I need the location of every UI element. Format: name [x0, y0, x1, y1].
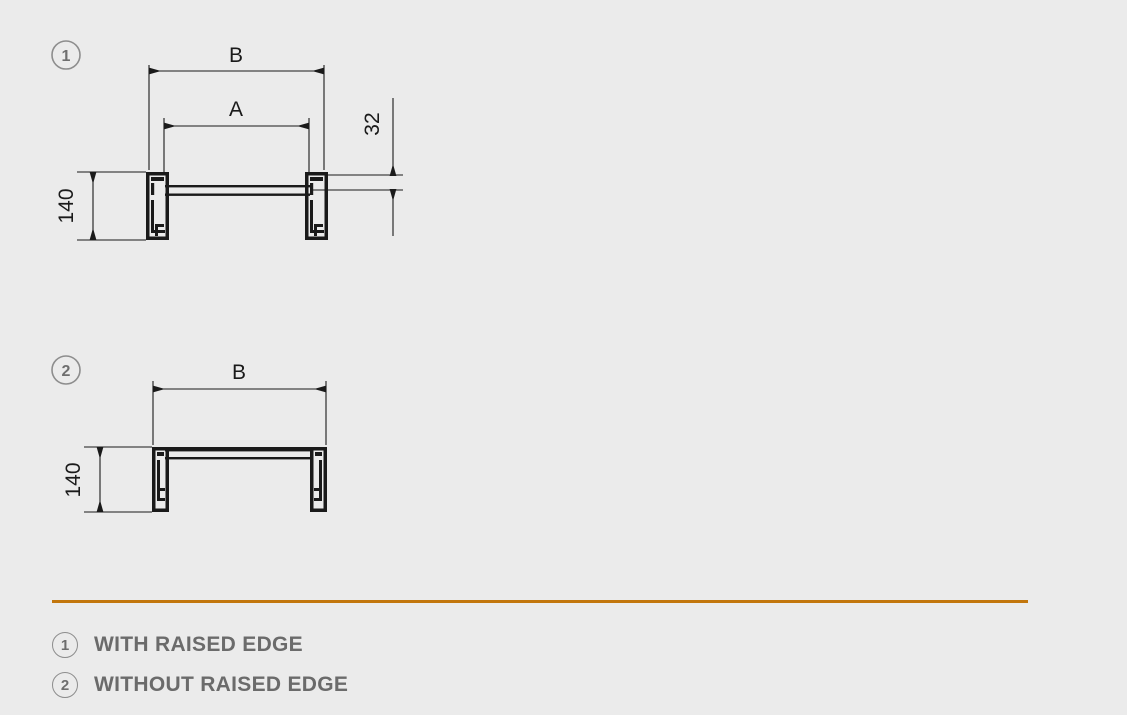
- figure-1-bench: [146, 172, 328, 240]
- figure-2-dimension-b: [152, 381, 327, 445]
- figure-2-marker: 2: [51, 355, 81, 385]
- figure-2-dimension-height: [84, 446, 152, 513]
- legend-marker-2: 2: [52, 672, 78, 698]
- legend-divider: [52, 600, 1028, 603]
- figure-1-dim-a-label: A: [229, 98, 243, 121]
- legend-label-1: WITH RAISED EDGE: [94, 633, 303, 656]
- figure-2-bench: [152, 447, 327, 512]
- figure-1-dim-height-label: 140: [55, 188, 78, 223]
- legend-item-2: 2 WITHOUT RAISED EDGE: [52, 665, 1052, 705]
- legend-marker-1: 1: [52, 632, 78, 658]
- figure-2-dim-b-label: B: [232, 361, 246, 384]
- legend-item-1: 1 WITH RAISED EDGE: [52, 625, 1052, 665]
- legend-label-2: WITHOUT RAISED EDGE: [94, 673, 349, 696]
- figure-1-dimension-b: [148, 65, 325, 170]
- figure-1-group: 1: [51, 40, 403, 241]
- figure-1-dimension-height: [77, 171, 146, 241]
- figure-2-marker-label: 2: [62, 363, 71, 380]
- figure-1-dimension-edge: [311, 98, 403, 236]
- figure-1-dim-edge-label: 32: [361, 112, 384, 135]
- figure-2-dim-height-label: 140: [62, 462, 85, 497]
- figure-1-dim-b-label: B: [229, 44, 243, 67]
- figure-1-dimension-a: [163, 118, 310, 172]
- figure-2-group: 2: [51, 355, 327, 513]
- legend: 1 WITH RAISED EDGE 2 WITHOUT RAISED EDGE: [52, 600, 1052, 705]
- figure-1-marker-label: 1: [62, 48, 71, 65]
- figure-1-marker: 1: [51, 40, 81, 70]
